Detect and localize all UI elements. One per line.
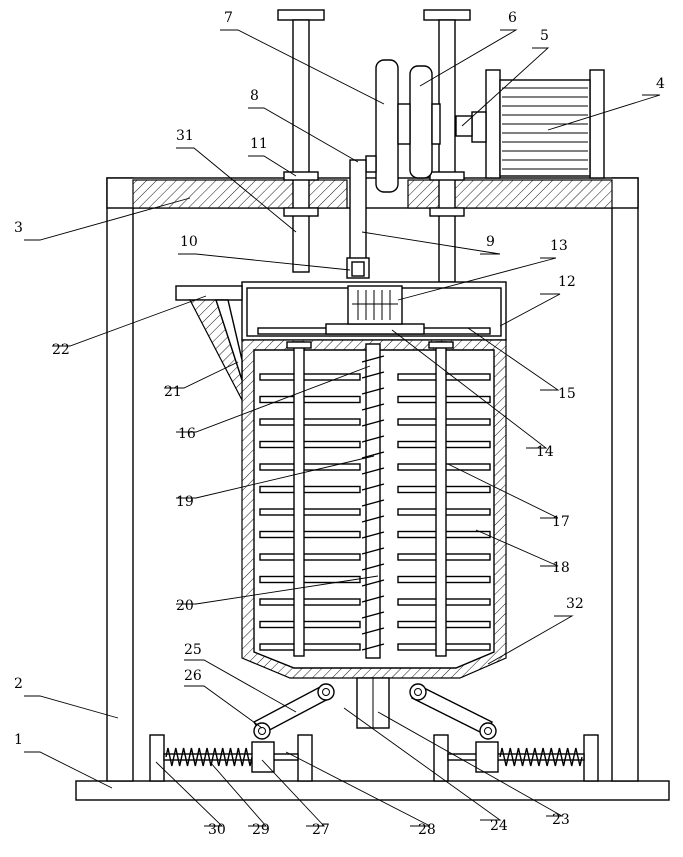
callout-label: 18 — [552, 560, 570, 576]
base-plate — [76, 781, 669, 800]
drive-shaft — [347, 160, 369, 278]
callout-label: 2 — [14, 676, 23, 692]
blade — [260, 532, 360, 538]
blade — [260, 374, 360, 380]
callout-label: 32 — [566, 596, 584, 612]
leader-line — [24, 696, 118, 718]
leader-line — [420, 30, 516, 86]
blade — [260, 464, 360, 470]
blade — [260, 577, 360, 583]
left-lift-rod — [278, 10, 324, 272]
callout-label: 15 — [558, 386, 576, 402]
blade — [260, 419, 360, 425]
leader-line — [178, 254, 350, 270]
blade — [260, 554, 360, 560]
callout-label: 28 — [418, 822, 436, 838]
blade — [260, 442, 360, 448]
callout-label: 11 — [250, 136, 268, 152]
leader-line — [362, 232, 500, 254]
blade — [260, 622, 360, 628]
callout-label: 31 — [176, 128, 194, 144]
callout-label: 19 — [176, 494, 194, 510]
callout-label: 1 — [14, 732, 23, 748]
blade — [260, 509, 360, 515]
callout-label: 29 — [252, 822, 270, 838]
blade — [260, 644, 360, 650]
callout-label: 7 — [224, 10, 233, 26]
callout-label: 10 — [180, 234, 198, 250]
callout-label: 8 — [250, 88, 259, 104]
callout-label: 13 — [550, 238, 568, 254]
blade — [260, 599, 360, 605]
drive-wheels — [366, 60, 440, 192]
callout-label: 24 — [490, 818, 508, 834]
leader-line — [500, 294, 560, 326]
callout-label: 30 — [208, 822, 226, 838]
callout-label: 17 — [552, 514, 570, 530]
callout-label: 16 — [178, 426, 196, 442]
callout-label: 21 — [164, 384, 182, 400]
callout-label: 25 — [184, 642, 202, 658]
callout-label: 23 — [552, 812, 570, 828]
callout-label: 22 — [52, 342, 70, 358]
callout-label: 4 — [656, 76, 665, 92]
leader-line — [184, 686, 262, 728]
callout-label: 12 — [558, 274, 576, 290]
spring-assembly-left — [150, 735, 312, 781]
callout-label: 14 — [536, 444, 554, 460]
blade — [260, 487, 360, 493]
motor — [472, 70, 604, 178]
gear-box — [348, 286, 402, 324]
callout-label: 20 — [176, 598, 194, 614]
callout-label: 6 — [508, 10, 517, 26]
callout-label: 3 — [14, 220, 23, 236]
callout-label: 5 — [540, 28, 549, 44]
callout-label: 26 — [184, 668, 202, 684]
callout-label: 27 — [312, 822, 330, 838]
callout-label: 9 — [486, 234, 495, 250]
